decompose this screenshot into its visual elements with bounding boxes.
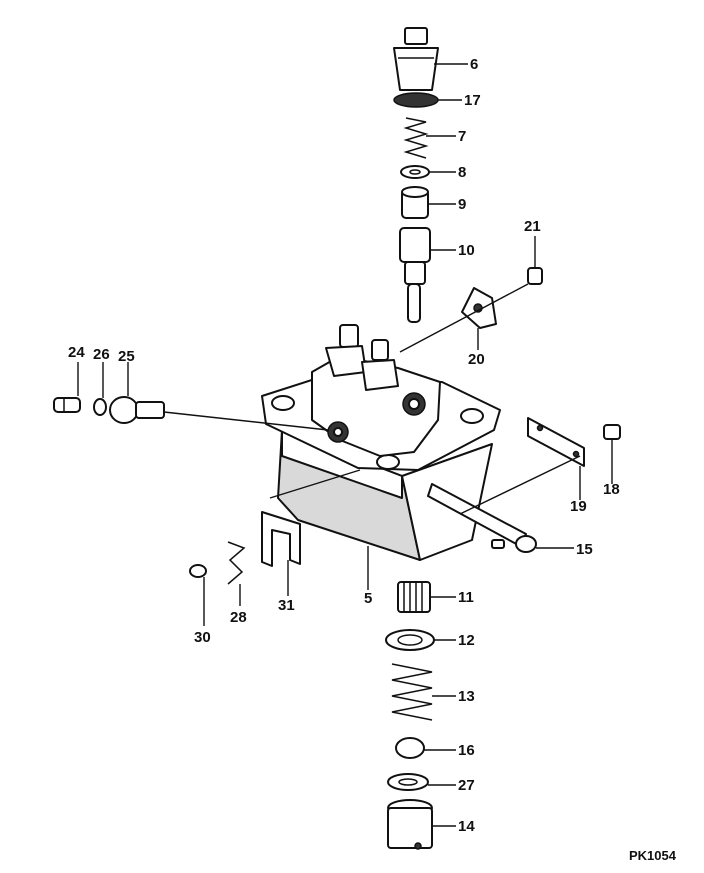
spring-seat-12	[385, 629, 435, 651]
callout-11: 11	[458, 589, 474, 606]
banjo-fitting-25	[109, 396, 165, 424]
callout-12: 12	[458, 632, 475, 649]
spring-7	[403, 117, 429, 159]
callout-18: 18	[603, 481, 620, 498]
callout-6: 6	[470, 56, 479, 73]
callout-8: 8	[458, 164, 467, 181]
bracket-31	[261, 511, 301, 567]
delivery-valve-holder-6	[393, 27, 439, 91]
washer-30	[189, 564, 207, 578]
washer-26	[93, 398, 107, 416]
leader-lines	[77, 63, 613, 827]
callout-26: 26	[93, 346, 110, 363]
callout-24: 24	[68, 344, 85, 361]
callout-9: 9	[458, 196, 467, 213]
spring-seat-16	[395, 737, 425, 759]
bracket-19	[527, 417, 585, 467]
callout-27: 27	[458, 777, 475, 794]
callout-10: 10	[458, 242, 475, 259]
callout-28: 28	[230, 609, 247, 626]
gear-11	[397, 581, 431, 613]
callout-31: 31	[278, 597, 295, 614]
plunger-barrel-10	[399, 227, 431, 323]
screw-21	[527, 267, 543, 285]
callout-19: 19	[570, 498, 587, 515]
callout-5: 5	[364, 590, 373, 607]
screw-18	[603, 424, 621, 440]
spring-13	[391, 663, 433, 721]
drawing-code: PK1054	[629, 848, 676, 863]
tappet-14	[387, 799, 433, 850]
callout-21: 21	[524, 218, 541, 235]
callout-7: 7	[458, 128, 467, 145]
control-rack-15	[427, 483, 537, 553]
plate-20	[461, 287, 497, 329]
spring-clip-28	[227, 541, 246, 585]
washer-8	[400, 165, 430, 179]
callout-15: 15	[576, 541, 593, 558]
callout-17: 17	[464, 92, 481, 109]
valve-9	[401, 186, 429, 219]
callout-13: 13	[458, 688, 475, 705]
shim-27	[387, 773, 429, 791]
callout-20: 20	[468, 351, 485, 368]
callout-16: 16	[458, 742, 475, 759]
callout-25: 25	[118, 348, 135, 365]
bolt-24	[53, 397, 81, 413]
callout-14: 14	[458, 818, 475, 835]
callout-30: 30	[194, 629, 211, 646]
gasket-17	[393, 92, 439, 108]
